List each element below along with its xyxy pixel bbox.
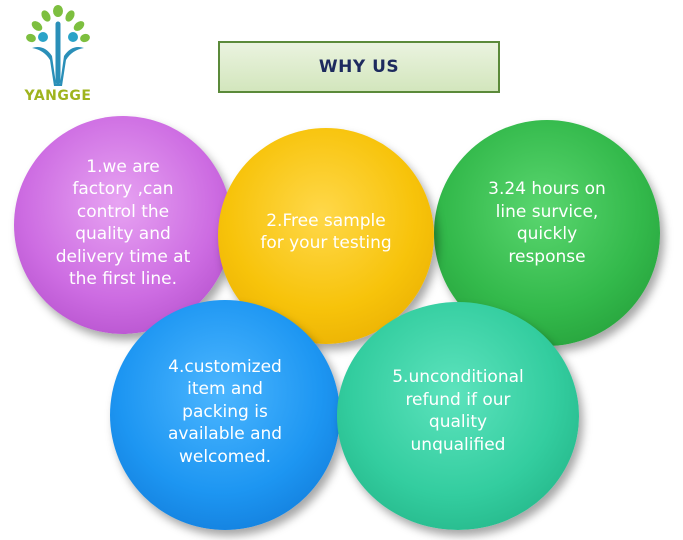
reason-text-4: 4.customized item and packing is availab…: [167, 356, 283, 467]
reason-circle-5: 5.unconditional refund if our quality un…: [337, 302, 579, 530]
brand-name: YANGGE: [24, 88, 92, 104]
reason-text-3: 3.24 hours on line survice, quickly resp…: [488, 179, 606, 267]
reason-text-2: 2.Free sample for your testing: [260, 210, 392, 254]
brand-logo: YANGGE: [8, 4, 108, 108]
reason-circle-4: 4.customized item and packing is availab…: [110, 300, 340, 530]
reason-text-1: 1.we are factory ,can control the qualit…: [55, 156, 191, 290]
banner-title: WHY US: [318, 57, 400, 77]
why-us-banner: WHY US: [218, 41, 500, 93]
reason-text-5: 5.unconditional refund if our quality un…: [392, 367, 524, 455]
reason-circle-1: 1.we are factory ,can control the qualit…: [14, 116, 232, 334]
tree-people-logo-icon: [26, 5, 90, 86]
